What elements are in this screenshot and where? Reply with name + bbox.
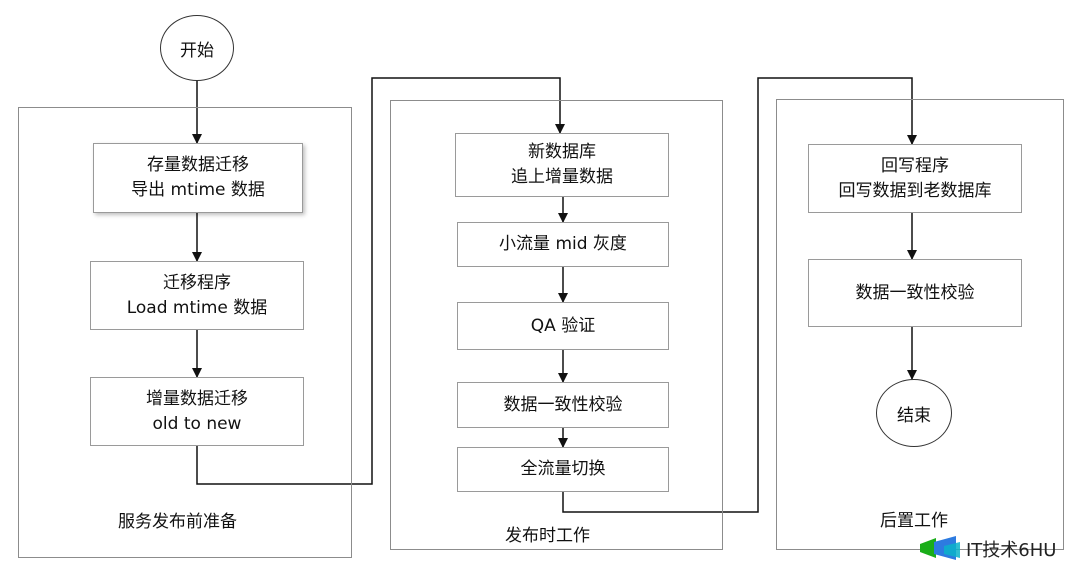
panel-prep-label: 服务发布前准备: [118, 512, 237, 532]
step-line: old to new: [152, 413, 242, 434]
end-node: 结束: [876, 379, 952, 447]
step-qa: QA 验证: [457, 302, 669, 350]
arrow-release-to-post: [562, 77, 917, 513]
watermark-text: IT技术6HU: [966, 540, 1057, 561]
step-line: 新数据库: [528, 142, 596, 162]
step-new-db-catchup: 新数据库 追上增量数据: [455, 133, 669, 197]
step-migration-program: 迁移程序 Load mtime 数据: [90, 261, 304, 330]
step-line: Load mtime 数据: [126, 297, 268, 318]
step-line: 小流量 mid 灰度: [499, 234, 627, 254]
step-incremental-migration: 增量数据迁移 old to new: [90, 377, 304, 446]
step-line: 回写数据到老数据库: [838, 180, 992, 201]
panel-post-label: 后置工作: [880, 511, 948, 531]
start-node: 开始: [160, 15, 234, 81]
step-post-consistency: 数据一致性校验: [808, 259, 1022, 327]
step-line: 追上增量数据: [511, 167, 613, 187]
start-label: 开始: [180, 40, 214, 61]
panel-prep: [18, 107, 352, 558]
step-line: 导出 mtime 数据: [131, 180, 265, 200]
end-label: 结束: [897, 405, 931, 426]
step-line: 存量数据迁移: [147, 155, 249, 175]
watermark: IT技术6HU: [916, 534, 1056, 564]
step-full-switch: 全流量切换: [457, 447, 669, 492]
arrow-prep-to-release: [196, 77, 565, 485]
step-line: 数据一致性校验: [855, 282, 975, 303]
step-canary: 小流量 mid 灰度: [457, 222, 669, 267]
step-line: 增量数据迁移: [146, 388, 248, 409]
step-stock-migration: 存量数据迁移 导出 mtime 数据: [93, 143, 303, 213]
step-release-consistency: 数据一致性校验: [457, 382, 669, 428]
step-line: 回写程序: [881, 155, 949, 176]
step-line: 全流量切换: [520, 459, 606, 479]
panel-release: [390, 100, 723, 550]
step-line: QA 验证: [530, 315, 596, 336]
step-writeback: 回写程序 回写数据到老数据库: [808, 144, 1022, 213]
step-line: 数据一致性校验: [503, 394, 623, 415]
step-line: 迁移程序: [163, 272, 231, 293]
logo-icon: [916, 534, 962, 564]
panel-release-label: 发布时工作: [505, 526, 590, 546]
